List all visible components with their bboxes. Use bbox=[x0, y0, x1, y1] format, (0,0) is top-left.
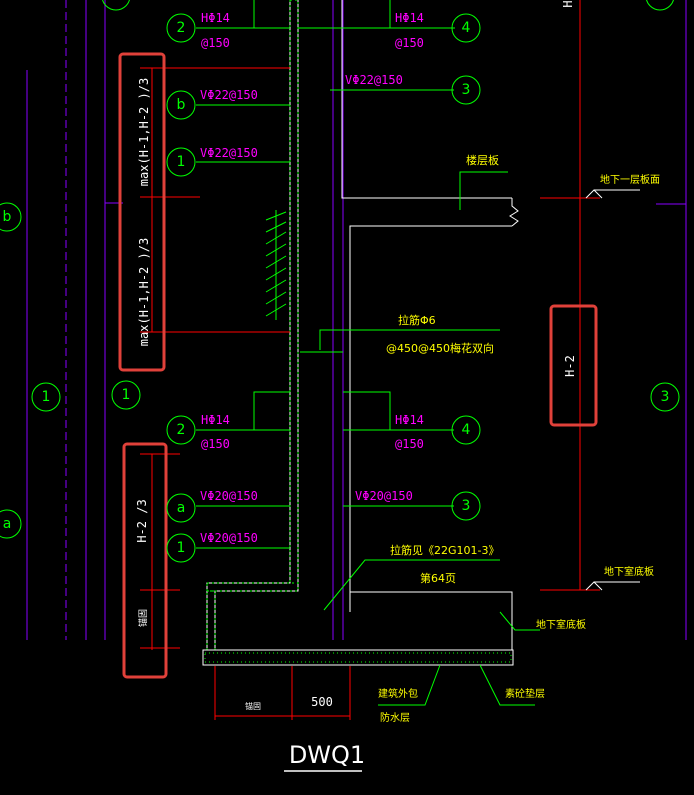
bubble-left-b bbox=[0, 202, 22, 232]
background-grid-lines bbox=[26, 0, 687, 640]
bubble-lower-1 bbox=[166, 533, 196, 563]
dim-bottom-500: 500 bbox=[311, 695, 333, 709]
dim-h2-third: H-2 /3 bbox=[135, 499, 149, 542]
bubble-label-lower-3: 3 bbox=[462, 498, 471, 514]
bubble-label-left-1-inner: 1 bbox=[122, 387, 131, 403]
rebar-label-h14-mid-left-spacing: @150 bbox=[201, 437, 230, 451]
annotation-basement-floor: 地下一层板面 bbox=[600, 173, 660, 186]
dim-h2: H-2 bbox=[563, 355, 577, 377]
drawing-title: DWQ1 bbox=[289, 741, 365, 769]
dim-h-top: H bbox=[561, 0, 575, 7]
bubble-label-left-a: a bbox=[3, 516, 12, 532]
highlight-boxes bbox=[118, 52, 598, 679]
bubble-upper-b bbox=[166, 90, 196, 120]
dim-anchor: 锚固 bbox=[137, 609, 149, 627]
bubble-upper-3 bbox=[451, 75, 481, 105]
dimension-lines bbox=[140, 0, 600, 720]
bubble-label-lower-1: 1 bbox=[177, 540, 186, 556]
soil-hatch bbox=[265, 210, 287, 320]
cushion-layer bbox=[202, 649, 514, 666]
annotation-floor-slab: 楼层板 bbox=[466, 153, 499, 167]
rebar-label-v22-right: VΦ22@150 bbox=[345, 73, 403, 87]
annotation-basement-indoor-floor: 地下室底板 bbox=[604, 565, 654, 578]
rebar-label-v22-1: VΦ22@150 bbox=[200, 146, 258, 160]
rebar-label-v20-1: VΦ20@150 bbox=[200, 531, 258, 545]
dim-bottom-anchor: 锚固 bbox=[245, 701, 261, 711]
bubble-mid-4 bbox=[451, 415, 481, 445]
rebar-label-v22-b: VΦ22@150 bbox=[200, 88, 258, 102]
bubble-right-3 bbox=[650, 382, 680, 412]
bubble-label-right-3: 3 bbox=[661, 389, 670, 405]
annotation-tie-bar-ref: 拉筋见《22G101-3》 bbox=[390, 543, 499, 557]
bubbles bbox=[0, 0, 680, 563]
annotation-tie-bar-spacing: @450@450梅花双向 bbox=[386, 341, 494, 355]
highlight-lower-dimension bbox=[122, 442, 168, 679]
bubble-left-a bbox=[0, 509, 22, 539]
dim-upper-max: max(H-1,H-2 )/3 bbox=[137, 78, 151, 186]
bubble-label-mid-4: 4 bbox=[462, 422, 471, 438]
annotation-outer-wrap: 建筑外包 bbox=[378, 687, 418, 700]
rebar-label-h14-mid-left: HΦ14 bbox=[201, 413, 230, 427]
bubble-label-left-b: b bbox=[3, 209, 12, 225]
bubble-label-upper-1: 1 bbox=[177, 154, 186, 170]
bubble-mid-2 bbox=[166, 415, 196, 445]
rebar-label-h14-top-left: HΦ14 bbox=[201, 11, 230, 25]
bubble-lower-a bbox=[166, 493, 196, 523]
level-markers bbox=[585, 189, 640, 591]
highlight-h2-dimension bbox=[549, 304, 598, 427]
annotation-tie-bar: 拉筋Φ6 bbox=[398, 313, 436, 327]
highlight-upper-dimension bbox=[118, 52, 166, 372]
rebar-lines bbox=[196, 0, 540, 706]
bubble-label-lower-a: a bbox=[177, 500, 186, 516]
bubble-label-upper-b: b bbox=[177, 97, 186, 113]
bubble-upper-1 bbox=[166, 147, 196, 177]
bubble-top-2 bbox=[166, 13, 196, 43]
rebar-label-h14-mid-right: HΦ14 bbox=[395, 413, 424, 427]
annotation-waterproof: 防水层 bbox=[380, 711, 410, 724]
rebar-label-h14-top-left-spacing: @150 bbox=[201, 36, 230, 50]
rebar-label-h14-top-right-spacing: @150 bbox=[395, 36, 424, 50]
rebar-label-v20-right: VΦ20@150 bbox=[355, 489, 413, 503]
bubble-left-1-inner bbox=[111, 380, 141, 410]
bubble-label-left-1-outer: 1 bbox=[42, 389, 51, 405]
annotation-basement-slab: 地下室底板 bbox=[536, 618, 586, 631]
rebar-label-h14-mid-right-spacing: @150 bbox=[395, 437, 424, 451]
bubble-label-mid-2: 2 bbox=[177, 422, 186, 438]
bubble-lower-3 bbox=[451, 491, 481, 521]
annotation-tie-bar-page: 第64页 bbox=[420, 571, 456, 585]
bubble-top-4 bbox=[451, 13, 481, 43]
annotation-cushion: 素砼垫层 bbox=[505, 687, 545, 700]
bubble-label-top-4: 4 bbox=[462, 20, 471, 36]
rebar-label-v20-a: VΦ20@150 bbox=[200, 489, 258, 503]
bubble-label-upper-3: 3 bbox=[462, 82, 471, 98]
dim-lower-max: max(H-1,H-2 )/3 bbox=[137, 238, 151, 346]
bubble-left-1-outer bbox=[31, 382, 61, 412]
rebar-label-h14-top-right: HΦ14 bbox=[395, 11, 424, 25]
bubble-label-top-2: 2 bbox=[177, 20, 186, 36]
